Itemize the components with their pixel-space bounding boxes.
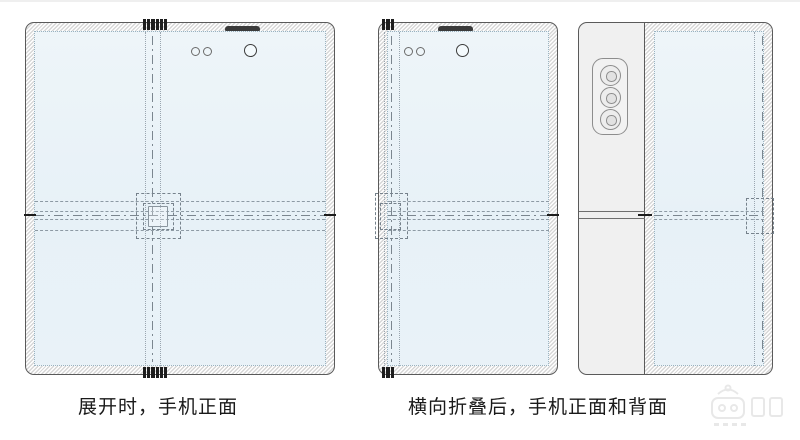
- fold-tick-left: [638, 214, 652, 217]
- rear-lens-2: [600, 87, 621, 108]
- back-cover-seam-upper: [579, 211, 645, 212]
- center-hinge-mid: [143, 203, 174, 230]
- vertical-guide-left-edge: [384, 32, 385, 366]
- vertical-center-axis: [391, 36, 392, 362]
- rear-lens-3: [600, 109, 621, 130]
- proximity-sensor-right: [416, 47, 425, 56]
- fold-tick-right: [324, 214, 336, 217]
- screen-folded-front: [387, 31, 549, 366]
- fold-band-mid-upper: [654, 211, 764, 212]
- caption-unfolded: 展开时，手机正面: [78, 396, 239, 418]
- bottom-speaker-grille: [382, 367, 394, 378]
- top-notch-pill: [438, 26, 473, 31]
- rear-lens-1: [600, 65, 621, 86]
- site-watermark: [700, 378, 790, 430]
- top-speaker-grille: [382, 19, 394, 30]
- figure-unfolded-front: [24, 19, 336, 378]
- proximity-sensor-left: [191, 47, 200, 56]
- top-speaker-grille: [143, 19, 168, 30]
- top-notch-pill: [225, 26, 260, 31]
- caption-folded: 横向折叠后，手机正面和背面: [408, 396, 669, 418]
- vertical-center-axis: [762, 36, 763, 362]
- fold-band-mid-lower: [388, 219, 549, 220]
- vertical-guide-right: [160, 32, 161, 366]
- horizontal-center-axis: [388, 215, 549, 216]
- front-camera: [244, 44, 257, 57]
- edge-hinge-outer: [746, 198, 774, 234]
- fold-tick-right: [547, 214, 559, 217]
- fold-tick-left: [24, 214, 36, 217]
- rear-camera-module: [592, 58, 628, 135]
- front-camera: [456, 44, 469, 57]
- vertical-guide-inner: [399, 32, 400, 366]
- top-hairline: [0, 0, 800, 2]
- back-cover-seam-lower: [579, 218, 645, 219]
- bottom-speaker-grille: [143, 367, 168, 378]
- horizontal-center-axis: [654, 215, 764, 216]
- fold-band-mid-upper: [388, 211, 549, 212]
- edge-hinge-mid: [380, 203, 401, 230]
- center-hinge-outer: [136, 193, 181, 239]
- figure-folded-front: [375, 19, 559, 378]
- vertical-guide-right-edge: [754, 32, 755, 366]
- screen-folded-back: [654, 31, 764, 366]
- proximity-sensor-right: [203, 47, 212, 56]
- horizontal-fold-band: [388, 201, 549, 231]
- proximity-sensor-left: [404, 47, 413, 56]
- edge-hinge-outer: [375, 193, 408, 239]
- center-hinge-inner: [148, 206, 168, 227]
- figure-folded-back: [578, 22, 774, 375]
- vertical-center-axis: [152, 36, 153, 362]
- vertical-guide-left: [145, 32, 146, 366]
- fold-band-mid-lower: [654, 219, 764, 220]
